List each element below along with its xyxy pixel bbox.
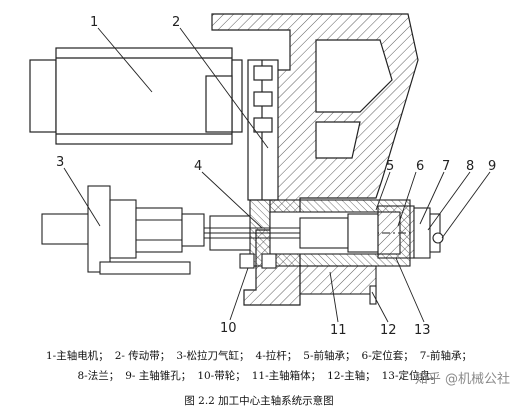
legend-item: 4-拉杆； <box>255 350 298 362</box>
legend-item: 13-定位盘。 <box>381 370 441 382</box>
callout-5: 5 <box>386 159 394 174</box>
callout-1: 1 <box>90 15 98 30</box>
legend-item: 12-主轴； <box>327 370 376 382</box>
callout-11: 11 <box>330 323 347 338</box>
legend-line-2: 8-法兰； 9- 主轴锥孔； 10-带轮； 11-主轴箱体； 12-主轴； 13-定位盘。 <box>0 369 518 383</box>
callout-9: 9 <box>488 159 496 174</box>
callout-3: 3 <box>56 155 64 170</box>
leader-lines <box>63 27 491 323</box>
callout-13: 13 <box>414 323 431 338</box>
legend-item: 1-主轴电机； <box>46 350 109 362</box>
release-cylinder <box>41 185 205 275</box>
legend-item: 7-前轴承； <box>419 350 472 362</box>
legend-item: 10-带轮； <box>197 370 246 382</box>
watermark: 知乎 @机械公社 <box>414 372 510 387</box>
pulley-and-drawbar <box>170 215 300 269</box>
callout-10: 10 <box>220 321 237 336</box>
callout-7: 7 <box>442 159 450 174</box>
callout-4: 4 <box>194 159 202 174</box>
legend-item: 8-法兰； <box>77 370 120 382</box>
legend-item: 5-前轴承； <box>303 350 356 362</box>
legend-item: 2- 传动带； <box>114 350 171 362</box>
legend-item: 11-主轴箱体； <box>251 370 322 382</box>
callout-6: 6 <box>416 159 424 174</box>
legend-item: 3-松拉刀气缸； <box>176 350 250 362</box>
figure-caption: 图 2.2 加工中心主轴系统示意图 <box>184 395 334 407</box>
spindle-motor <box>29 47 243 145</box>
legend-line-1: 1-主轴电机； 2- 传动带； 3-松拉刀气缸； 4-拉杆； 5-前轴承； 6-定位套； 7… <box>0 349 518 363</box>
callout-8: 8 <box>466 159 474 174</box>
legend-item: 9- 主轴锥孔； <box>125 370 192 382</box>
callout-12: 12 <box>380 323 397 338</box>
legend-item: 6-定位套； <box>361 350 414 362</box>
callout-2: 2 <box>172 15 180 30</box>
